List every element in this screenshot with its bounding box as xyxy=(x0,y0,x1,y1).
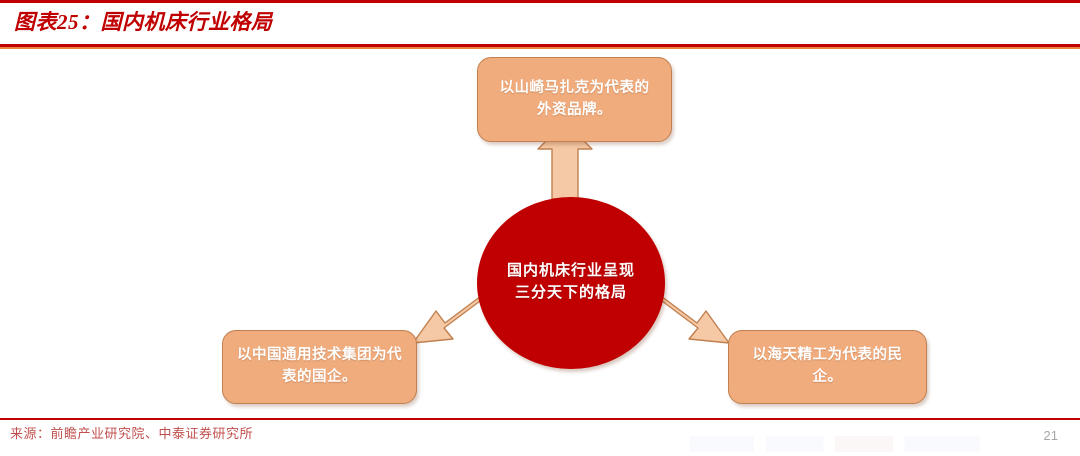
footer-divider xyxy=(0,418,1080,420)
node-foreign-brands[interactable]: 以山崎马扎克为代表的外资品牌。 xyxy=(477,57,672,142)
source-note: 来源：前瞻产业研究院、中泰证券研究所 xyxy=(10,426,254,441)
node-private-owned[interactable]: 以海天精工为代表的民企。 xyxy=(728,330,927,404)
header-divider-orange xyxy=(0,47,1080,49)
footer-watermark xyxy=(690,436,980,452)
page-number: 21 xyxy=(1043,428,1058,443)
diagram-canvas: 以山崎马扎克为代表的外资品牌。 国内机床行业呈现三分天下的格局 以中国通用技术集… xyxy=(0,49,1080,418)
node-foreign-brands-label: 以山崎马扎克为代表的外资品牌。 xyxy=(499,79,650,118)
node-center-hub-label: 国内机床行业呈现三分天下的格局 xyxy=(506,263,635,301)
arrow-down-left-icon xyxy=(412,295,482,344)
figure-title: 图表25：国内机床行业格局 xyxy=(14,10,273,34)
node-private-owned-label: 以海天精工为代表的民企。 xyxy=(752,347,903,385)
header-top-rule xyxy=(0,0,1080,3)
node-state-owned[interactable]: 以中国通用技术集团为代表的国企。 xyxy=(222,330,417,404)
arrow-down-right-icon xyxy=(660,295,730,344)
node-state-owned-label: 以中国通用技术集团为代表的国企。 xyxy=(237,347,402,385)
header-divider-red xyxy=(0,44,1080,47)
node-center-hub[interactable]: 国内机床行业呈现三分天下的格局 xyxy=(477,197,665,369)
